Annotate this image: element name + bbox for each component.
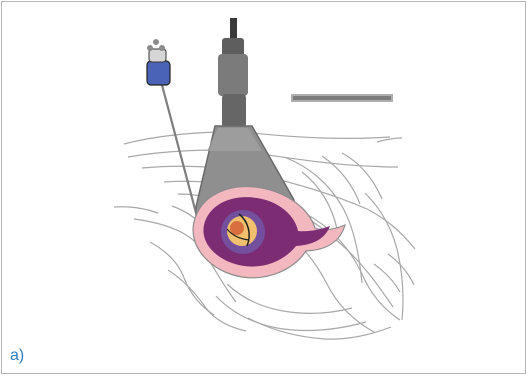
target-tissue: [193, 187, 345, 278]
panel-label: a): [10, 346, 24, 366]
blurred-caption-strip: [291, 94, 393, 102]
